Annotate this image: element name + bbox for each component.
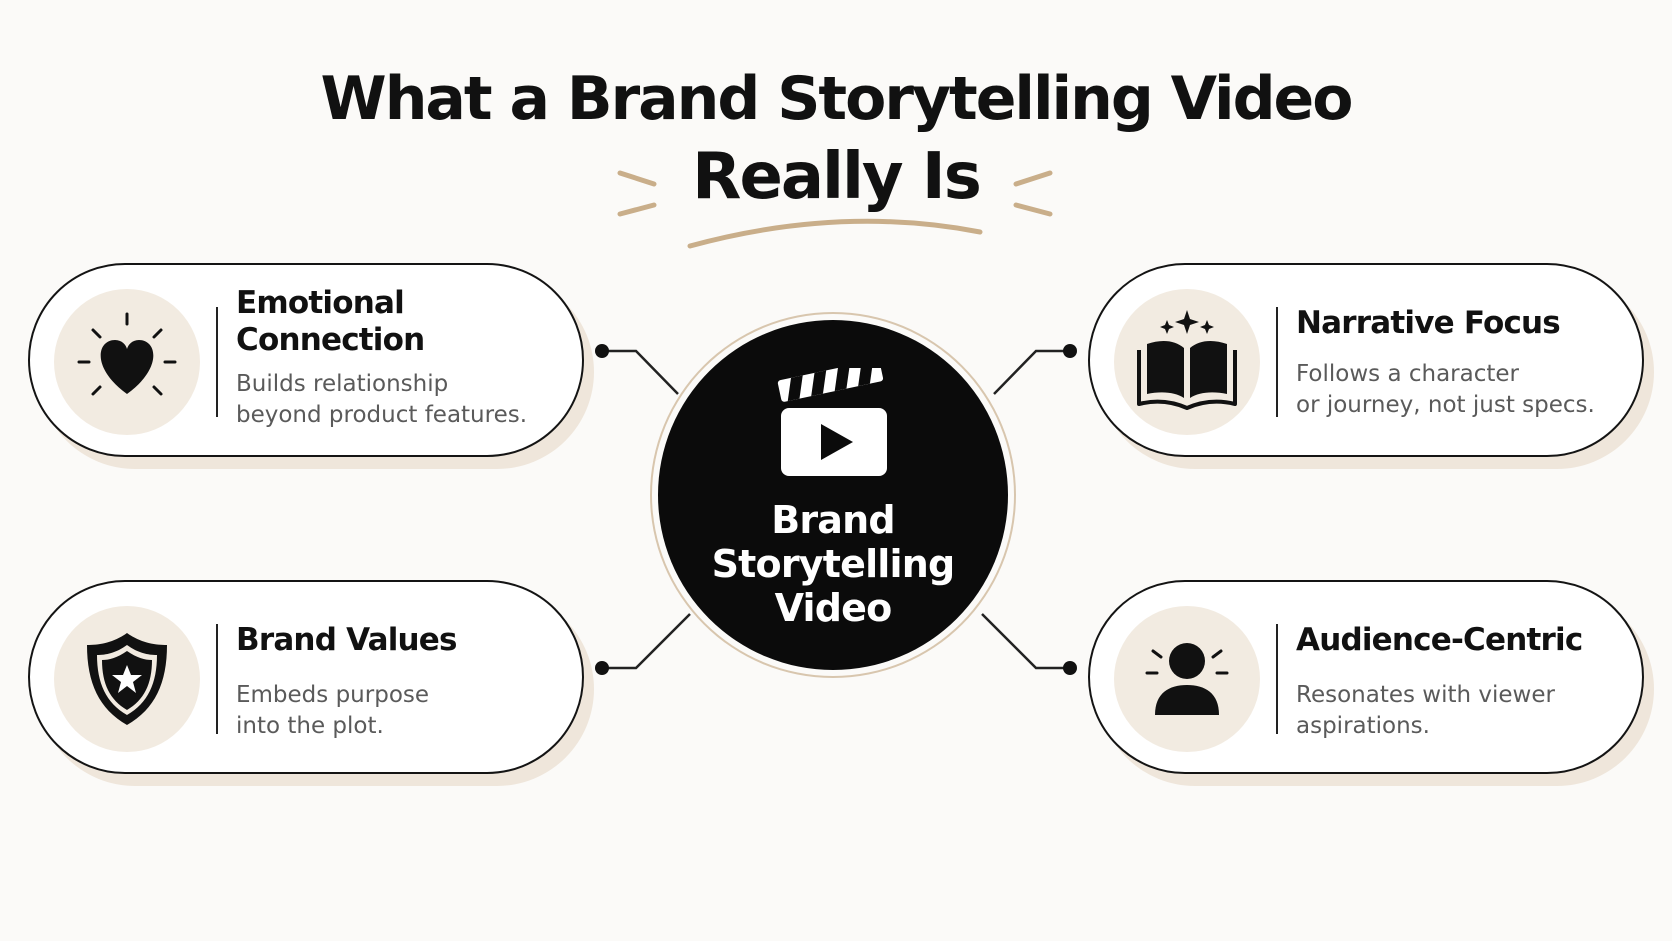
- card-title-line: Connection: [236, 322, 425, 358]
- page-title-line-2: Really Is: [692, 140, 982, 214]
- card-desc-line: Builds relationship: [236, 371, 449, 397]
- card-desc-line: or journey, not just specs.: [1296, 392, 1595, 418]
- card-emotional-connection: Emotional Connection Builds relationship…: [28, 263, 584, 457]
- title-accent-marks: [617, 170, 1053, 249]
- card-desc-line: aspirations.: [1296, 713, 1430, 739]
- card-title: Brand Values: [236, 622, 566, 659]
- card-title-line: Brand Values: [236, 622, 457, 658]
- card-description: Resonates with viewer aspirations.: [1296, 680, 1626, 742]
- card-divider: [1276, 624, 1278, 734]
- clapperboard-play-icon: [777, 368, 887, 476]
- hub-label-line: Video: [774, 586, 893, 630]
- card-desc-line: Follows a character: [1296, 361, 1519, 387]
- heart-icon: [77, 312, 177, 396]
- card-title-line: Emotional: [236, 285, 405, 321]
- icon-circle: [54, 289, 200, 435]
- shield-star-icon: [87, 633, 167, 725]
- card-divider: [216, 624, 218, 734]
- page-title-line-1: What a Brand Storytelling Video: [320, 64, 1354, 134]
- card-title: Narrative Focus: [1296, 305, 1626, 342]
- card-description: Builds relationship beyond product featu…: [236, 369, 566, 431]
- connector-dots: [595, 344, 1077, 675]
- card-title: Emotional Connection: [236, 285, 566, 359]
- icon-circle: [54, 606, 200, 752]
- central-hub: Brand Storytelling Video: [658, 320, 1008, 670]
- hub-label-line: Storytelling: [711, 542, 956, 586]
- card-title: Audience-Centric: [1296, 622, 1626, 659]
- card-desc-line: beyond product features.: [236, 402, 528, 428]
- open-book-icon: [1137, 310, 1237, 410]
- card-description: Follows a character or journey, not just…: [1296, 359, 1626, 421]
- card-desc-line: Embeds purpose: [236, 682, 430, 708]
- card-brand-values: Brand Values Embeds purpose into the plo…: [28, 580, 584, 774]
- icon-circle: [1114, 606, 1260, 752]
- connector-lines: [602, 349, 1070, 670]
- card-title-line: Audience-Centric: [1296, 622, 1583, 658]
- card-title-line: Narrative Focus: [1296, 305, 1561, 341]
- card-audience-centric: Audience-Centric Resonates with viewer a…: [1088, 580, 1644, 774]
- icon-circle: [1114, 289, 1260, 435]
- card-divider: [216, 307, 218, 417]
- person-icon: [1145, 643, 1229, 715]
- card-divider: [1276, 307, 1278, 417]
- card-description: Embeds purpose into the plot.: [236, 680, 566, 742]
- card-desc-line: Resonates with viewer: [1296, 682, 1555, 708]
- hub-label: Brand Storytelling Video: [658, 498, 1008, 630]
- hub-label-line: Brand: [771, 498, 895, 542]
- card-narrative-focus: Narrative Focus Follows a character or j…: [1088, 263, 1644, 457]
- card-desc-line: into the plot.: [236, 713, 384, 739]
